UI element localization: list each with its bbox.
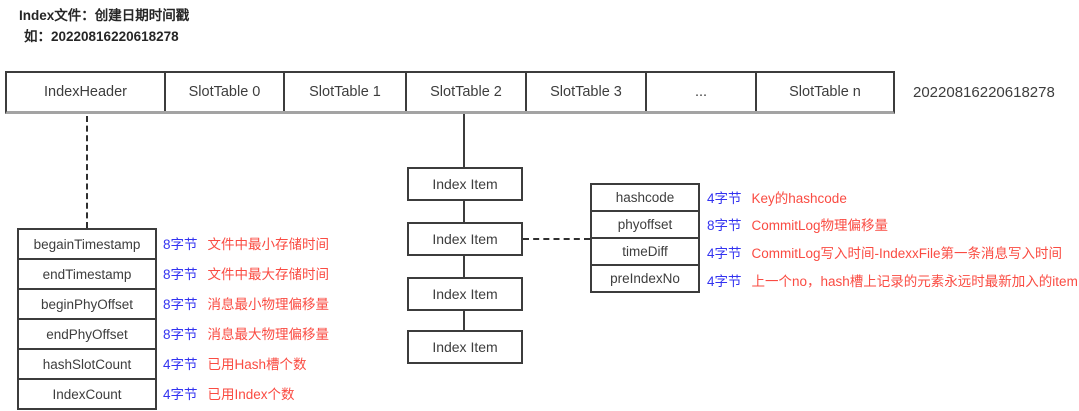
byte-size-label: 4字节: [163, 357, 198, 372]
field-hash-slot-count: hashSlotCount: [17, 348, 157, 380]
connector-item1-to-item2: [463, 201, 465, 222]
connector-item2-to-itemtable-dashed: [523, 238, 590, 240]
field-description: CommitLog写入时间-IndexxFile第一条消息写入时间: [751, 246, 1063, 261]
field-phyoffset: phyoffset: [590, 210, 700, 239]
annotation-hash-slot-count: 4字节 已用Hash槽个数: [163, 348, 307, 378]
title-line-2: 如：20220816220618278: [24, 29, 179, 44]
field-description: 已用Index个数: [207, 387, 295, 402]
byte-size-label: 8字节: [163, 327, 198, 342]
field-description: 已用Hash槽个数: [207, 357, 307, 372]
connector-item2-to-item3: [463, 256, 465, 277]
cell-slot-table-0: SlotTable 0: [164, 73, 283, 111]
field-description: Key的hashcode: [751, 191, 847, 206]
index-item-box-3: Index Item: [407, 277, 523, 311]
field-time-diff: timeDiff: [590, 237, 700, 266]
field-description: 文件中最大存储时间: [207, 267, 330, 282]
annotation-begain-timestamp: 8字节 文件中最小存储时间: [163, 228, 329, 258]
byte-size-label: 4字节: [163, 387, 198, 402]
field-description: 消息最小物理偏移量: [207, 297, 330, 312]
byte-size-label: 4字节: [707, 246, 742, 261]
connector-item3-to-item4: [463, 311, 465, 330]
index-item-box-2: Index Item: [407, 222, 523, 256]
cell-slot-table-ellipsis: ...: [645, 73, 755, 111]
title-line-1: Index文件：创建日期时间戳: [19, 8, 190, 23]
field-begin-phy-offset: beginPhyOffset: [17, 288, 157, 320]
field-description: 消息最大物理偏移量: [207, 327, 330, 342]
field-description: 上一个no，hash槽上记录的元素永远时最新加入的item: [751, 274, 1078, 289]
annotation-pre-index-no: 4字节 上一个no，hash槽上记录的元素永远时最新加入的item: [707, 266, 1078, 294]
index-item-field-table: hashcode phyoffset timeDiff preIndexNo: [590, 183, 700, 293]
field-description: CommitLog物理偏移量: [751, 218, 889, 233]
filename-timestamp-note: 20220816220618278: [913, 84, 1055, 101]
field-index-count: IndexCount: [17, 378, 157, 410]
byte-size-label: 4字节: [707, 191, 742, 206]
connector-slottable2-to-item1: [463, 114, 465, 167]
field-description: 文件中最小存储时间: [207, 237, 330, 252]
annotation-phyoffset: 8字节 CommitLog物理偏移量: [707, 210, 888, 238]
index-item-box-1: Index Item: [407, 167, 523, 201]
field-hashcode: hashcode: [590, 183, 700, 212]
byte-size-label: 8字节: [163, 267, 198, 282]
byte-size-label: 8字节: [707, 218, 742, 233]
field-pre-index-no: preIndexNo: [590, 264, 700, 293]
cell-slot-table-1: SlotTable 1: [283, 73, 405, 111]
annotation-time-diff: 4字节 CommitLog写入时间-IndexxFile第一条消息写入时间: [707, 238, 1062, 266]
file-layout-row: IndexHeader SlotTable 0 SlotTable 1 Slot…: [5, 71, 895, 114]
field-begain-timestamp: begainTimestamp: [17, 228, 157, 260]
index-header-field-table: begainTimestamp endTimestamp beginPhyOff…: [17, 228, 157, 410]
annotation-hashcode: 4字节 Key的hashcode: [707, 183, 847, 211]
connector-indexheader-to-table-dashed: [86, 116, 88, 228]
byte-size-label: 8字节: [163, 237, 198, 252]
field-end-phy-offset: endPhyOffset: [17, 318, 157, 350]
cell-slot-table-3: SlotTable 3: [525, 73, 645, 111]
cell-slot-table-2: SlotTable 2: [405, 73, 525, 111]
byte-size-label: 8字节: [163, 297, 198, 312]
annotation-end-timestamp: 8字节 文件中最大存储时间: [163, 258, 329, 288]
field-end-timestamp: endTimestamp: [17, 258, 157, 290]
diagram-title: Index文件：创建日期时间戳 如：20220816220618278: [19, 5, 189, 47]
annotation-index-count: 4字节 已用Index个数: [163, 378, 295, 408]
index-item-box-4: Index Item: [407, 330, 523, 364]
byte-size-label: 4字节: [707, 274, 742, 289]
cell-slot-table-n: SlotTable n: [755, 73, 893, 111]
cell-index-header: IndexHeader: [43, 84, 128, 100]
annotation-begin-phy-offset: 8字节 消息最小物理偏移量: [163, 288, 329, 318]
annotation-end-phy-offset: 8字节 消息最大物理偏移量: [163, 318, 329, 348]
